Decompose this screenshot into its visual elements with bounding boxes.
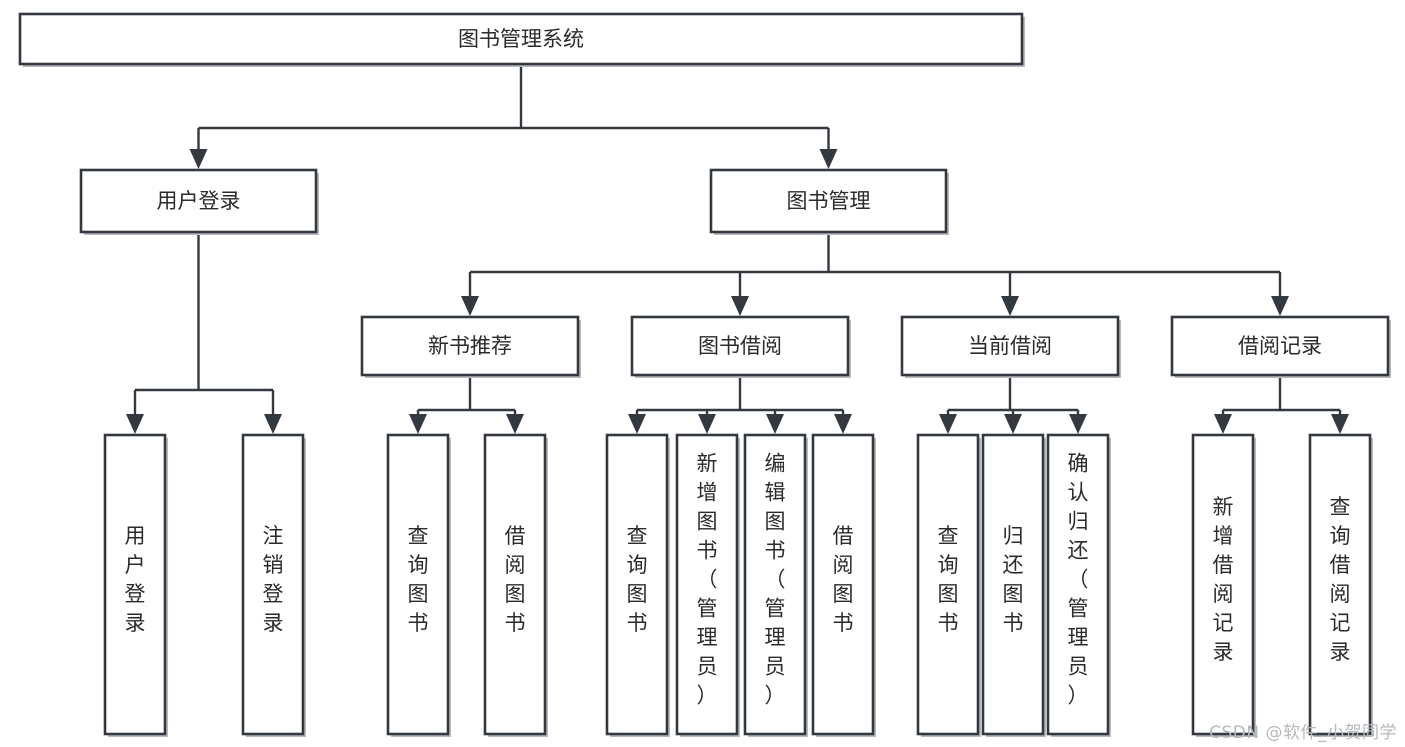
node-label: 图书借阅: [698, 334, 782, 358]
arrow-head: [834, 414, 852, 434]
node-leaf-user-logout[interactable]: 注销登录: [241, 433, 306, 737]
arrow-head: [628, 414, 646, 434]
node-leaf-edit-book[interactable]: 编辑图书（管理员）: [743, 433, 808, 737]
node-new-book-rec[interactable]: 新书推荐: [360, 315, 581, 378]
node-label: 查询图书: [938, 524, 959, 635]
box-outline: [1170, 315, 1390, 377]
node-label: 查询图书: [408, 524, 429, 635]
node-label: 当前借阅: [968, 334, 1052, 358]
node-label: 编辑图书（管理员）: [765, 452, 786, 708]
box-outline: [811, 433, 875, 736]
node-label: 查询图书: [627, 524, 648, 635]
node-label: 借阅图书: [505, 524, 526, 635]
box-outline: [900, 315, 1120, 377]
node-leaf-add-book[interactable]: 新增图书（管理员）: [675, 433, 740, 737]
node-book-borrow[interactable]: 图书借阅: [630, 315, 851, 378]
arrow-head: [126, 414, 144, 434]
box-outline: [1191, 433, 1255, 736]
arrow-head: [1214, 414, 1232, 434]
arrow-head: [1001, 296, 1019, 316]
node-label: 注销登录: [263, 524, 284, 635]
node-leaf-query-book-cur[interactable]: 查询图书: [916, 433, 981, 737]
arrow-head: [1069, 414, 1087, 434]
arrow-head: [698, 414, 716, 434]
box-outline: [103, 433, 167, 736]
node-label: 新书推荐: [428, 334, 512, 358]
arrow-head: [766, 414, 784, 434]
node-current-borrow[interactable]: 当前借阅: [900, 315, 1121, 378]
node-label: 归还图书: [1003, 524, 1024, 635]
arrow-head: [1271, 296, 1289, 316]
box-outline: [1046, 433, 1110, 736]
node-leaf-query-book[interactable]: 查询图书: [605, 433, 670, 737]
node-user-login[interactable]: 用户登录: [79, 168, 319, 235]
box-outline: [709, 168, 948, 234]
node-leaf-query-record[interactable]: 查询借阅记录: [1308, 433, 1373, 737]
arrow-head: [189, 149, 208, 169]
node-leaf-return-book[interactable]: 归还图书: [981, 433, 1046, 737]
node-borrow-record[interactable]: 借阅记录: [1170, 315, 1391, 378]
node-label: 借阅记录: [1238, 334, 1322, 358]
box-outline: [1308, 433, 1372, 736]
node-leaf-add-record[interactable]: 新增借阅记录: [1191, 433, 1256, 737]
box-outline: [18, 12, 1024, 66]
node-label: 新增图书（管理员）: [697, 452, 718, 708]
arrow-head: [264, 414, 282, 434]
box-outline: [386, 433, 450, 736]
node-label: 借阅图书: [833, 524, 854, 635]
box-outline: [630, 315, 850, 377]
node-label: 新增借阅记录: [1213, 495, 1234, 664]
box-outline: [981, 433, 1045, 736]
node-label: 用户登录: [125, 524, 146, 635]
node-label: 查询借阅记录: [1330, 495, 1351, 664]
node-book-manage[interactable]: 图书管理: [709, 168, 949, 235]
node-boxes-layer: 图书管理系统用户登录图书管理新书推荐图书借阅当前借阅借阅记录用户登录注销登录查询…: [18, 12, 1391, 737]
box-outline: [360, 315, 580, 377]
arrow-head: [939, 414, 957, 434]
node-leaf-borrow-book[interactable]: 借阅图书: [811, 433, 876, 737]
arrow-head: [819, 149, 838, 169]
node-label: 用户登录: [157, 189, 241, 213]
box-outline: [483, 433, 547, 736]
arrow-head: [409, 414, 427, 434]
node-label: 图书管理: [787, 189, 871, 213]
node-leaf-query-book-rec[interactable]: 查询图书: [386, 433, 451, 737]
node-label: 确认归还（管理员）: [1068, 452, 1089, 708]
connector-edges-layer: [126, 64, 1349, 434]
node-leaf-user-login[interactable]: 用户登录: [103, 433, 168, 737]
box-outline: [241, 433, 305, 736]
arrow-head: [731, 296, 749, 316]
node-label: 图书管理系统: [458, 27, 584, 51]
box-outline: [79, 168, 318, 234]
arrow-head: [1331, 414, 1349, 434]
arrow-head: [461, 296, 479, 316]
arrow-head: [506, 414, 524, 434]
arrow-head: [1004, 414, 1022, 434]
node-leaf-borrow-book-rec[interactable]: 借阅图书: [483, 433, 548, 737]
box-outline: [743, 433, 807, 736]
node-leaf-confirm-return[interactable]: 确认归还（管理员）: [1046, 433, 1111, 737]
node-root-book-management-system[interactable]: 图书管理系统: [18, 12, 1025, 67]
box-outline: [916, 433, 980, 736]
box-outline: [605, 433, 669, 736]
csdn-watermark: CSDN @软件_小贺同学: [1209, 723, 1397, 743]
box-outline: [675, 433, 739, 736]
